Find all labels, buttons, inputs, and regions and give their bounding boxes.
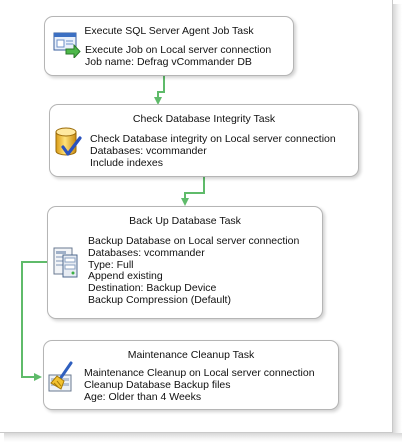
- task-title: Maintenance Cleanup Task: [127, 349, 255, 361]
- task-line: Backup Database on Local server connecti…: [88, 235, 300, 247]
- connector-backup-to-cleanup[interactable]: [21, 261, 52, 381]
- task-details: Execute Job on Local server connection J…: [85, 44, 272, 69]
- task-title: Check Database Integrity Task: [132, 113, 276, 125]
- task-line: Databases: vcommander: [88, 246, 205, 259]
- connector-integrity-to-backup[interactable]: [181, 177, 205, 206]
- connector-agent-to-integrity[interactable]: [154, 76, 165, 105]
- task-line: Maintenance Cleanup on Local server conn…: [84, 367, 315, 379]
- cleanup-broom-icon: [48, 361, 78, 398]
- surface-shadow-bottom: [4, 433, 402, 442]
- task-execute-sql-agent-job[interactable]: Execute SQL Server Agent Job Task Execut…: [44, 16, 294, 76]
- task-line: Destination: Backup Device: [88, 282, 217, 295]
- agent-job-icon: [53, 32, 81, 63]
- task-check-database-integrity[interactable]: Check Database Integrity Task Check Data…: [49, 104, 359, 177]
- backup-database-icon: [52, 245, 80, 284]
- task-maintenance-cleanup[interactable]: Maintenance Cleanup Task Maintenance Cle…: [43, 340, 339, 410]
- task-details: Backup Database on Local server connecti…: [88, 235, 300, 307]
- task-title: Execute SQL Server Agent Job Task: [84, 25, 254, 37]
- task-line: Include indexes: [90, 156, 163, 169]
- task-line: Databases: vcommander: [90, 144, 207, 157]
- task-line: Age: Older than 4 Weeks: [84, 390, 202, 403]
- task-back-up-database[interactable]: Back Up Database Task Backup Database on…: [47, 206, 323, 319]
- task-line: Check Database integrity on Local server…: [90, 133, 336, 145]
- task-line: Type: Full: [88, 258, 134, 271]
- task-line: Job name: Defrag vCommander DB: [85, 55, 252, 68]
- task-details: Check Database integrity on Local server…: [90, 133, 336, 169]
- task-line: Backup Compression (Default): [88, 293, 231, 306]
- task-line: Execute Job on Local server connection: [85, 44, 272, 56]
- surface-shadow-right: [393, 4, 402, 441]
- task-details: Maintenance Cleanup on Local server conn…: [84, 367, 315, 403]
- task-line: Append existing: [88, 270, 163, 283]
- task-title: Back Up Database Task: [129, 215, 241, 227]
- task-line: Cleanup Database Backup files: [84, 378, 231, 391]
- database-check-icon: [54, 127, 82, 164]
